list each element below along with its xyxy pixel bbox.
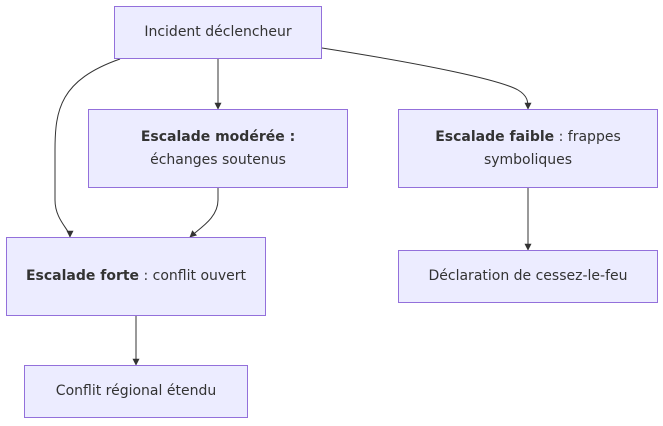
node-label: Déclaration de cessez-le-feu [428, 268, 628, 284]
node-label-bold: Escalade modérée : [140, 128, 296, 145]
node-ceasefire-declaration: Déclaration de cessez-le-feu [398, 250, 658, 303]
node-label: Escalade forte : conflit ouvert [26, 265, 246, 288]
node-label-text: : frappes symboliques [483, 128, 621, 168]
node-label-text: échanges soutenus [150, 151, 286, 168]
node-label: Escalade modérée : échanges soutenus [141, 126, 295, 172]
node-weak-escalation: Escalade faible : frappes symboliques [398, 109, 658, 188]
node-label-bold: Escalade faible [435, 128, 555, 145]
edge-trigger-to-weak [321, 47, 532, 110]
node-moderate-escalation: Escalade modérée : échanges soutenus [88, 109, 348, 188]
node-strong-escalation: Escalade forte : conflit ouvert [6, 237, 266, 316]
node-incident-trigger: Incident déclencheur [114, 6, 322, 59]
node-regional-conflict: Conflit régional étendu [24, 365, 248, 418]
edge-trigger-to-strong [54, 58, 121, 238]
node-label-text: : conflit ouvert [143, 268, 247, 284]
node-label: Conflit régional étendu [55, 383, 217, 399]
node-label: Incident déclencheur [144, 24, 292, 40]
node-label: Escalade faible : frappes symboliques [413, 126, 643, 172]
edge-moderate-to-strong [189, 188, 219, 238]
node-label-bold: Escalade forte [25, 268, 140, 284]
